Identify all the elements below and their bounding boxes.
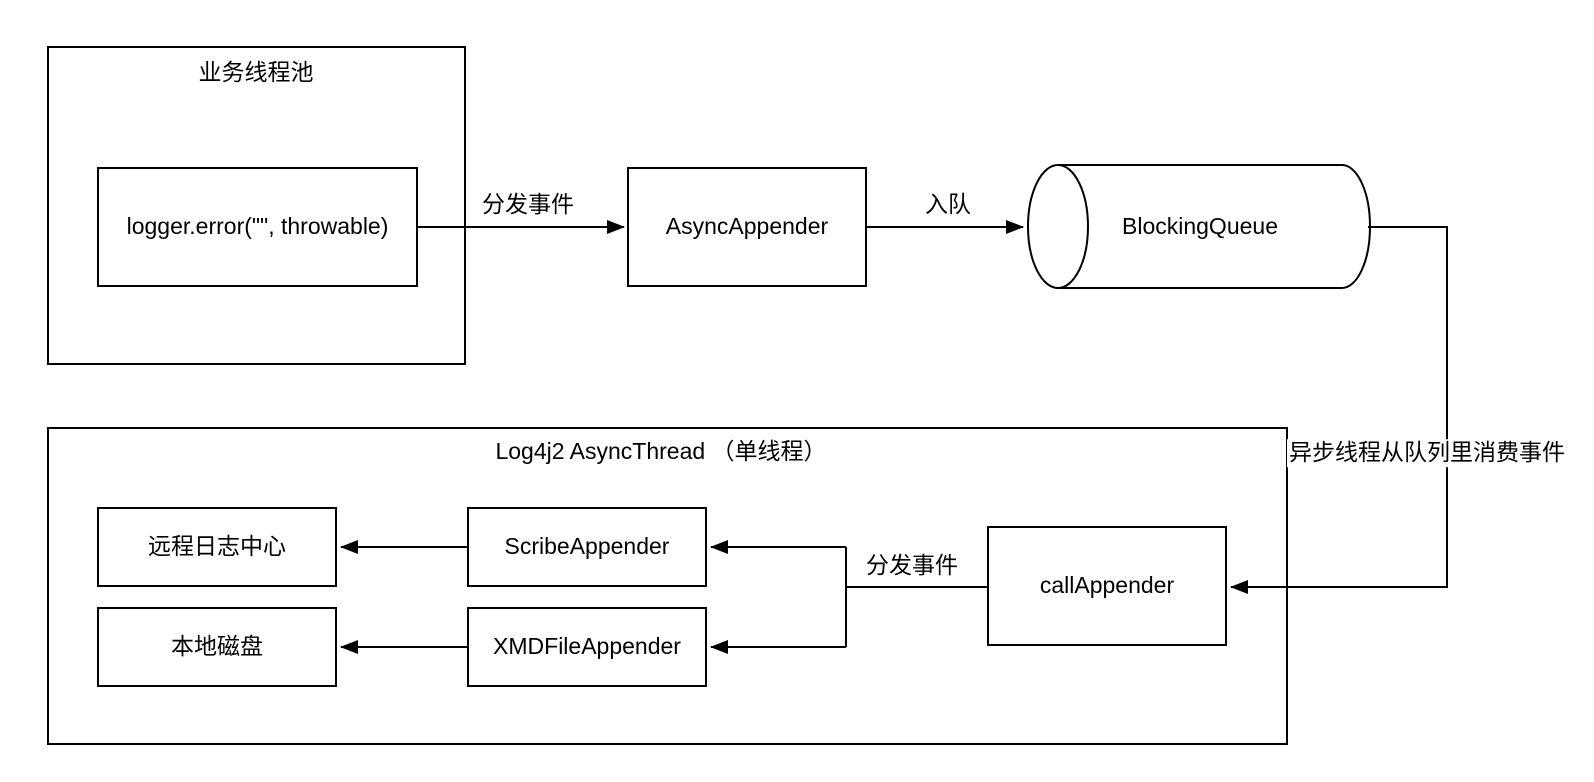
xmd-file-appender-label: XMDFileAppender: [493, 633, 681, 660]
node-remote-log-center: 远程日志中心: [97, 507, 337, 587]
edge-label-consume-from-queue: 异步线程从队列里消费事件: [1287, 439, 1567, 467]
edge-consume-to-callappender: [1230, 226, 1448, 594]
edge-label-dispatch-bottom: 分发事件: [864, 552, 960, 580]
log4j2-async-thread-title: Log4j2 AsyncThread （单线程）: [495, 438, 827, 465]
logger-error-call-label: logger.error("", throwable): [126, 213, 389, 240]
blocking-queue-cylinder-cap: [1027, 164, 1089, 289]
remote-log-center-label: 远程日志中心: [148, 533, 286, 560]
blocking-queue-label: BlockingQueue: [1122, 213, 1278, 240]
business-thread-pool-title: 业务线程池: [198, 59, 314, 86]
node-scribe-appender: ScribeAppender: [467, 507, 707, 587]
scribe-appender-label: ScribeAppender: [504, 533, 670, 560]
edge-label-enqueue: 入队: [923, 191, 973, 219]
edge-callappender-branch-trunk: [845, 547, 987, 647]
node-async-appender: AsyncAppender: [627, 167, 867, 287]
edge-label-dispatch-top: 分发事件: [480, 191, 576, 219]
call-appender-label: callAppender: [1039, 572, 1175, 599]
node-logger-error-call: logger.error("", throwable): [97, 167, 418, 287]
node-xmd-file-appender: XMDFileAppender: [467, 607, 707, 687]
async-appender-label: AsyncAppender: [665, 213, 829, 240]
local-disk-label: 本地磁盘: [171, 633, 263, 660]
node-local-disk: 本地磁盘: [97, 607, 337, 687]
node-call-appender: callAppender: [987, 526, 1227, 646]
